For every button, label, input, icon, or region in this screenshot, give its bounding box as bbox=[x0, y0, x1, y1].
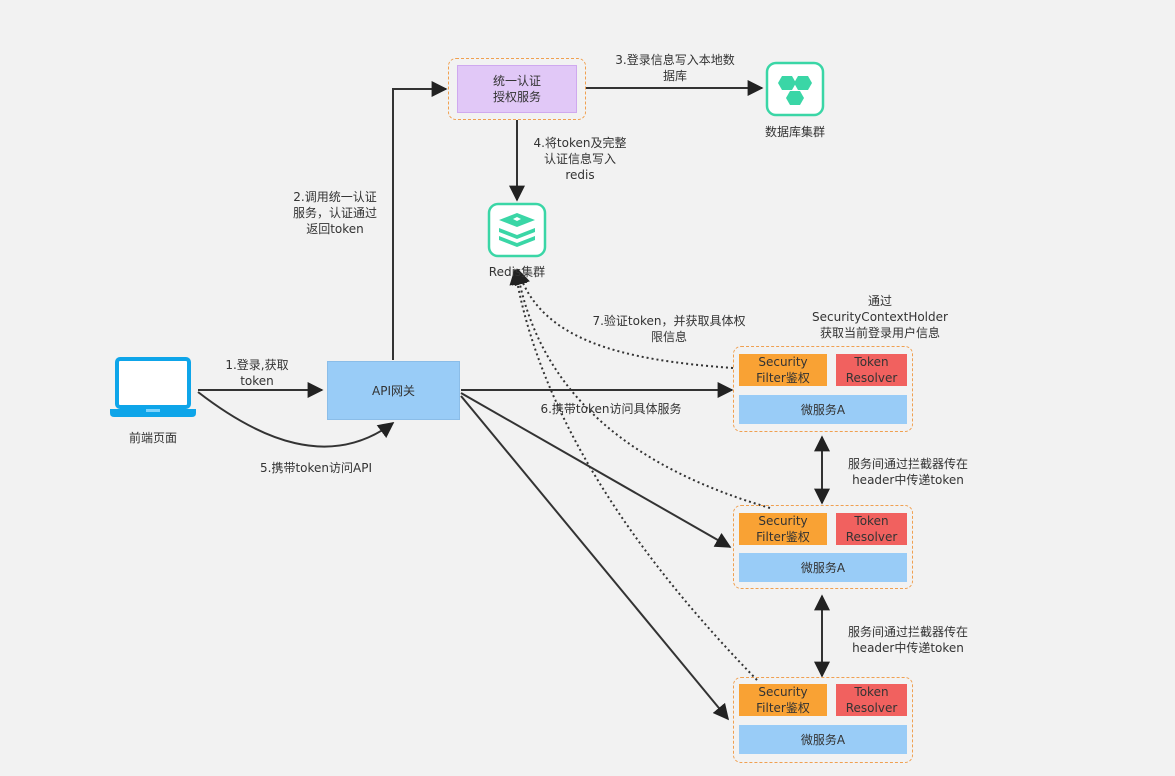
token-resolver-label: Token Resolver bbox=[845, 355, 898, 385]
redis-cluster-icon bbox=[487, 202, 547, 258]
frontend-label: 前端页面 bbox=[128, 431, 177, 445]
edge-label-step5: 5.携带token访问API bbox=[260, 461, 372, 475]
microservice-group-1 bbox=[733, 346, 913, 432]
edge-label-step7: 7.验证token，并获取具体权 限信息 bbox=[592, 314, 746, 344]
token-resolver-label: Token Resolver bbox=[845, 685, 898, 715]
microservice-1[interactable]: 微服务A bbox=[739, 395, 907, 424]
redis-cluster-label: Redis集群 bbox=[488, 265, 546, 279]
microservice-label: 微服务A bbox=[800, 732, 846, 747]
microservice-group-2 bbox=[733, 505, 913, 589]
api-gateway-label: API网关 bbox=[372, 383, 415, 398]
microservice-3[interactable]: 微服务A bbox=[739, 725, 907, 754]
edge-label-interceptor-1: 服务间通过拦截器传在 header中传递token bbox=[847, 457, 968, 487]
edge-verify-1 bbox=[514, 268, 734, 369]
database-cluster-label: 数据库集群 bbox=[764, 125, 825, 139]
microservice-label: 微服务A bbox=[800, 560, 846, 575]
database-cluster-icon bbox=[765, 61, 825, 117]
laptop-icon bbox=[108, 357, 200, 421]
auth-service-group bbox=[448, 58, 586, 120]
microservice-group-3 bbox=[733, 677, 913, 763]
token-resolver-2[interactable]: Token Resolver bbox=[836, 513, 907, 545]
auth-service-label: 统一认证 授权服务 bbox=[492, 74, 541, 104]
security-filter-1[interactable]: Security Filter鉴权 bbox=[739, 354, 827, 386]
token-resolver-1[interactable]: Token Resolver bbox=[836, 354, 907, 386]
token-resolver-3[interactable]: Token Resolver bbox=[836, 684, 907, 716]
edge-call-auth bbox=[392, 81, 448, 360]
edge-label-step4: 4.将token及完整 认证信息写入 redis bbox=[533, 136, 627, 182]
security-filter-3[interactable]: Security Filter鉴权 bbox=[739, 684, 827, 716]
token-resolver-label: Token Resolver bbox=[845, 514, 898, 544]
edge-gw-svc3 bbox=[460, 395, 730, 721]
api-gateway-node[interactable]: API网关 bbox=[327, 361, 460, 420]
microservice-label: 微服务A bbox=[800, 402, 846, 417]
edge-label-step3: 3.登录信息写入本地数 据库 bbox=[615, 53, 735, 83]
edge-label-step1: 1.登录,获取 token bbox=[225, 358, 289, 388]
security-filter-label: Security Filter鉴权 bbox=[756, 355, 810, 385]
edge-label-interceptor-2: 服务间通过拦截器传在 header中传递token bbox=[847, 625, 968, 655]
edge-access-api bbox=[197, 391, 395, 448]
edge-label-step6: 6.携带token访问具体服务 bbox=[540, 402, 682, 416]
edge-label-step2: 2.调用统一认证 服务，认证通过 返回token bbox=[292, 190, 377, 236]
microservice-2[interactable]: 微服务A bbox=[739, 553, 907, 582]
security-filter-2[interactable]: Security Filter鉴权 bbox=[739, 513, 827, 545]
security-filter-label: Security Filter鉴权 bbox=[756, 685, 810, 715]
edge-gw-svc2 bbox=[460, 392, 732, 548]
auth-service-node[interactable]: 统一认证 授权服务 bbox=[457, 65, 577, 113]
security-filter-label: Security Filter鉴权 bbox=[756, 514, 810, 544]
edge-verify-3 bbox=[509, 268, 758, 681]
edge-label-context-holder: 通过 SecurityContextHolder 获取当前登录用户信息 bbox=[812, 294, 948, 340]
